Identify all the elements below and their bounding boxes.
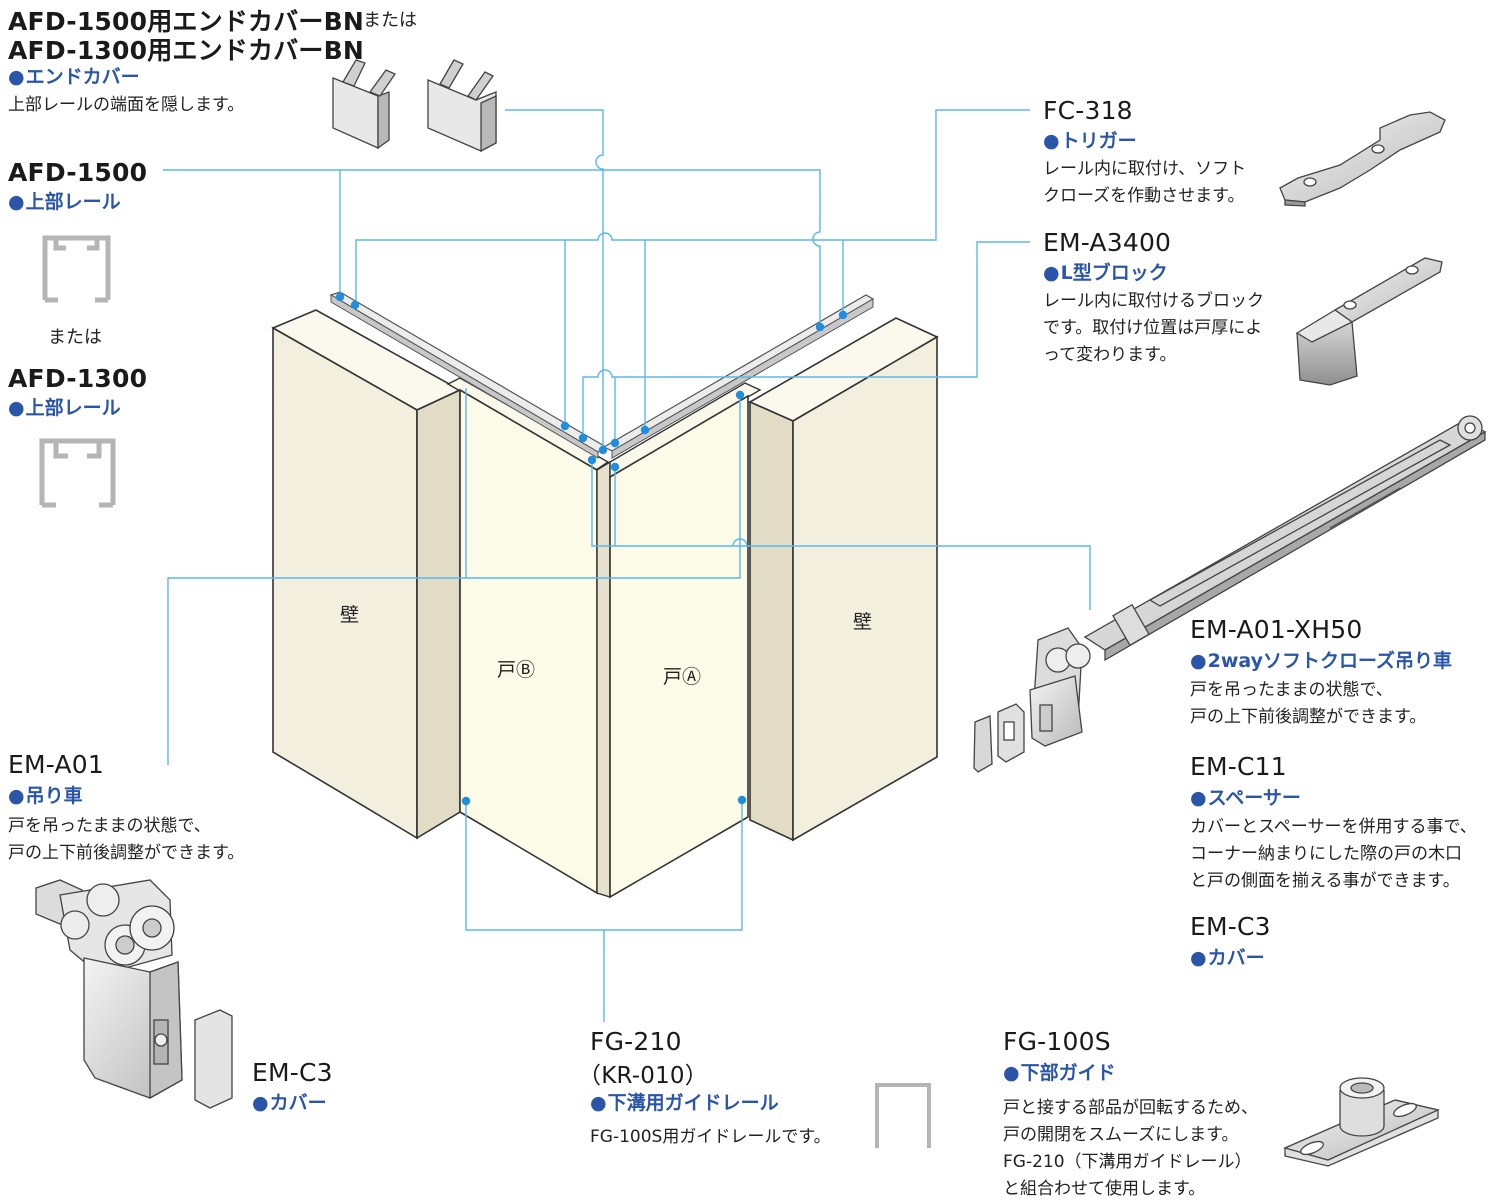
door-b	[446, 377, 610, 895]
guide-rail-model: FG-210	[590, 1027, 682, 1056]
hanger-desc-line-2: 戸の上下前後調整ができます。	[8, 843, 245, 863]
spacer-model: EM-C11	[1190, 752, 1287, 781]
softclose-hanger-model: EM-A01-XH50	[1190, 615, 1363, 644]
trigger-desc-line-1: レール内に取付け、ソフト	[1043, 159, 1247, 179]
trigger-model: FC-318	[1043, 96, 1133, 125]
cover-left-model: EM-C3	[252, 1058, 333, 1087]
spacer-desc-line-1: カバーとスペーサーを併用する事で、	[1190, 817, 1477, 837]
end-cover-model-1500: AFD-1500用エンドカバーBN	[8, 7, 364, 36]
rail-1300-category: 上部レール	[8, 393, 121, 420]
l-block-desc-line-2: です。取付け位置は戸厚によ	[1043, 318, 1263, 338]
hanger-category: 吊り車	[8, 781, 83, 808]
callout-dots	[335, 292, 848, 806]
leader-lines	[163, 109, 1091, 1022]
l-block-drawing	[1295, 257, 1443, 386]
l-block-desc-line-1: レール内に取付けるブロック	[1043, 291, 1264, 311]
bottom-guide-model: FG-100S	[1003, 1027, 1111, 1056]
l-block-desc-line-3: って変わります。	[1043, 345, 1177, 365]
end-cover-category: エンドカバー	[8, 62, 140, 89]
spacer-category: スペーサー	[1190, 783, 1301, 810]
end-cover-1500-drawing	[332, 59, 396, 150]
bottom-guide-category: 下部ガイド	[1003, 1058, 1116, 1085]
hanger-drawing	[35, 879, 233, 1109]
cover-right-category: カバー	[1190, 943, 1265, 970]
softclose-hanger-category: 2wayソフトクローズ吊り車	[1190, 646, 1452, 673]
cover-left-category: カバー	[252, 1088, 327, 1115]
trigger-desc-line-2: クローズを作動させます。	[1043, 186, 1245, 206]
softclose-hanger-drawing	[973, 415, 1487, 773]
end-cover-1300-drawing	[427, 59, 497, 153]
l-block-model: EM-A3400	[1043, 228, 1172, 257]
cover-right-model: EM-C3	[1190, 912, 1271, 941]
softclose-hanger-desc-line-2: 戸の上下前後調整ができます。	[1190, 707, 1427, 727]
end-cover-desc: 上部レールの端面を隠します。	[8, 95, 245, 115]
end-cover-or: または	[363, 10, 417, 31]
top-rail-left	[329, 291, 608, 459]
hanger-desc-line-1: 戸を吊ったままの状態で、	[8, 816, 211, 836]
bottom-guide-desc-line-1: 戸と接する部品が回転するため、	[1003, 1098, 1258, 1118]
door-a-label: 戸Ⓐ	[663, 666, 702, 688]
spacer-desc-line-3: と戸の側面を揃える事ができます。	[1190, 871, 1460, 891]
guide-rail-alt-model: （KR-010）	[578, 1063, 708, 1089]
guide-rail-profile	[875, 1083, 931, 1148]
guide-rail-desc: FG-100S用ガイドレールです。	[590, 1127, 831, 1147]
rail-1500-model: AFD-1500	[8, 158, 148, 187]
trigger-category: トリガー	[1043, 126, 1137, 153]
left-wall	[271, 309, 462, 840]
rail-1300-model: AFD-1300	[8, 364, 148, 393]
bottom-guide-desc-line-3: FG-210（下溝用ガイドレール）	[1003, 1152, 1252, 1172]
end-cover-model-1300: AFD-1300用エンドカバーBN	[8, 36, 364, 65]
rail-profile-1500	[42, 235, 111, 303]
l-block-category: L型ブロック	[1043, 258, 1168, 285]
door-b-label: 戸Ⓑ	[497, 659, 536, 681]
softclose-hanger-desc-line-1: 戸を吊ったままの状態で、	[1190, 680, 1393, 700]
rail-or: または	[48, 327, 102, 348]
guide-rail-category: 下溝用ガイドレール	[590, 1088, 779, 1115]
door-a	[596, 382, 762, 899]
trigger-drawing	[1279, 111, 1446, 207]
bottom-guide-desc-line-2: 戸の開閉をスムーズにします。	[1003, 1125, 1239, 1145]
rail-profile-1300	[39, 438, 116, 508]
rail-1500-category: 上部レール	[8, 187, 121, 214]
left-wall-label: 壁	[340, 604, 360, 626]
bottom-guide-drawing	[1283, 1077, 1441, 1167]
hanger-model: EM-A01	[8, 750, 104, 779]
right-wall-label: 壁	[853, 611, 873, 633]
spacer-desc-line-2: コーナー納まりにした際の戸の木口	[1190, 844, 1462, 864]
right-wall	[748, 317, 939, 842]
top-rail-right	[602, 294, 875, 459]
bottom-guide-desc-line-4: と組合わせて使用します。	[1003, 1179, 1206, 1199]
